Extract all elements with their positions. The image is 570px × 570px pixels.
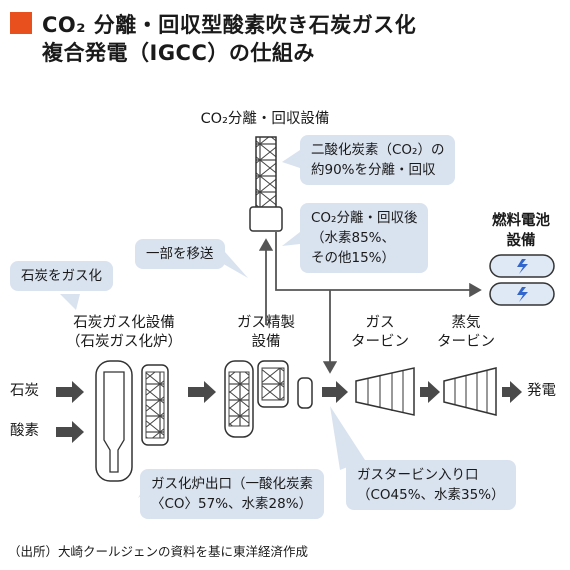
steam-turbine-label-line-1: 蒸気 bbox=[451, 315, 481, 331]
callout-after-recovery-line-2: （水素85%、 bbox=[311, 230, 396, 246]
gas-refining-units bbox=[224, 360, 313, 438]
steam-turbine bbox=[443, 367, 497, 416]
callout-turbine-inlet-line-1: ガスタービン入り口 bbox=[357, 467, 479, 483]
source-note: （出所）大崎クールジェンの資料を基に東洋経済作成 bbox=[8, 544, 309, 559]
callout-after-recovery-line-1: CO₂分離・回収後 bbox=[311, 210, 418, 226]
callout-after-recovery-line-3: その他15%） bbox=[311, 250, 396, 266]
callout-co2-separation-line-1: 二酸化炭素（CO₂）の bbox=[311, 142, 445, 158]
gas-turbine-label: ガス タービン bbox=[340, 314, 420, 352]
fuel-cell-unit-1 bbox=[489, 254, 555, 278]
callout-co2-separation: 二酸化炭素（CO₂）の 約90%を分離・回収 bbox=[300, 135, 456, 185]
fuel-cell-label-line-2: 設備 bbox=[506, 233, 536, 249]
coal-input-label: 石炭 bbox=[10, 383, 39, 399]
oxygen-input-label: 酸素 bbox=[10, 423, 39, 439]
callout-after-recovery: CO₂分離・回収後 （水素85%、 その他15%） bbox=[300, 203, 429, 273]
callout-co2-separation-line-2: 約90%を分離・回収 bbox=[311, 162, 436, 178]
refining-label-line-1: ガス精製 bbox=[237, 315, 295, 331]
callout-partial-transfer: 一部を移送 bbox=[135, 239, 225, 269]
gas-turbine-label-line-2: タービン bbox=[351, 334, 409, 350]
steam-turbine-label: 蒸気 タービン bbox=[426, 314, 506, 352]
callout-gasifier-outlet-line-1: ガス化炉出口（一酸化炭素 bbox=[151, 476, 313, 492]
fuel-cell-unit-2 bbox=[489, 282, 555, 306]
callout-gasifier-outlet: ガス化炉出口（一酸化炭素 〈CO〉57%、水素28%） bbox=[140, 469, 324, 519]
gas-turbine-label-line-1: ガス bbox=[365, 315, 395, 331]
title-line-2: 複合発電（IGCC）の仕組み bbox=[42, 41, 315, 65]
gas-turbine bbox=[355, 367, 415, 416]
power-output-label: 発電 bbox=[527, 383, 556, 399]
callout-turbine-inlet-line-2: （CO45%、水素35%） bbox=[357, 487, 505, 503]
title-accent-square bbox=[10, 12, 32, 34]
gasifier-label-line-1: 石炭ガス化設備 bbox=[73, 315, 175, 331]
co2-flow-lines bbox=[258, 232, 482, 374]
fuel-cell-label-line-1: 燃料電池 bbox=[492, 213, 550, 229]
steam-turbine-label-line-2: タービン bbox=[437, 334, 495, 350]
co2-separation-tower bbox=[249, 136, 283, 232]
co2-facility-label: CO₂分離・回収設備 bbox=[200, 111, 330, 127]
title-line-1: CO₂ 分離・回収型酸素吹き石炭ガス化 bbox=[42, 13, 417, 37]
process-arrows bbox=[56, 381, 522, 443]
refining-label-line-2: 設備 bbox=[251, 334, 281, 350]
fuel-cell-label: 燃料電池 設備 bbox=[472, 211, 570, 251]
callout-gasifier-outlet-line-2: 〈CO〉57%、水素28%） bbox=[151, 496, 313, 512]
gasifier-label: 石炭ガス化設備 （石炭ガス化炉） bbox=[50, 314, 198, 352]
refining-label: ガス精製 設備 bbox=[218, 314, 314, 352]
callout-turbine-inlet: ガスタービン入り口 （CO45%、水素35%） bbox=[346, 460, 516, 510]
gasifier-vessel bbox=[95, 360, 169, 482]
callout-coal-gasify: 石炭をガス化 bbox=[10, 261, 113, 291]
gasifier-label-line-2: （石炭ガス化炉） bbox=[66, 334, 182, 350]
